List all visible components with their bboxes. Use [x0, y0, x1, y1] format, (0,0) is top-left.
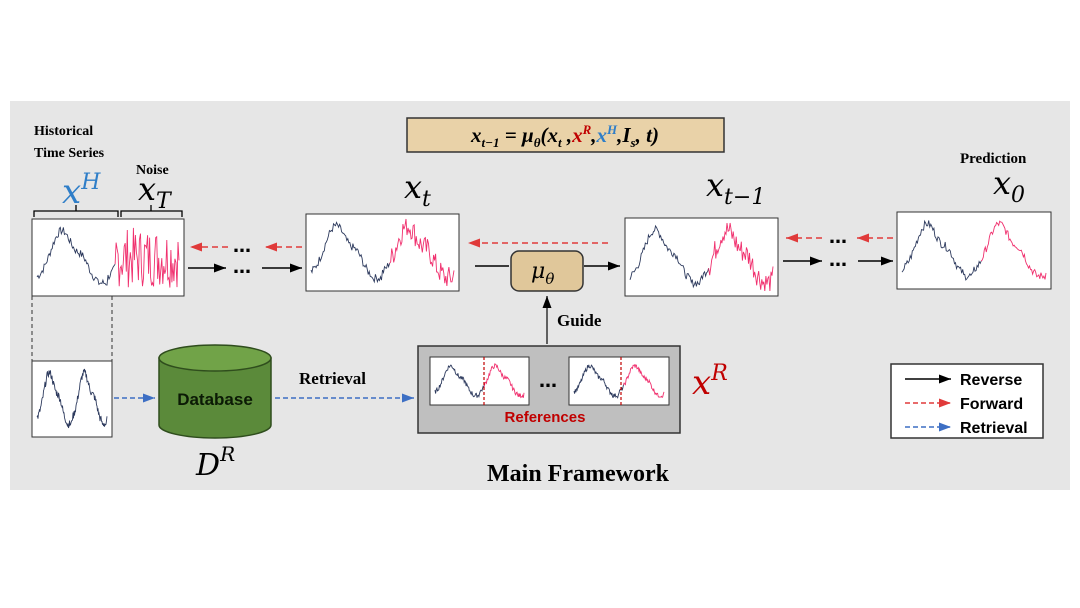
- reference2-series-history-line: [573, 364, 624, 399]
- noise-label: Noise: [136, 163, 169, 178]
- series-box-input: [31, 218, 185, 297]
- query-series-history-line: [36, 368, 108, 429]
- prediction-label: Prediction: [960, 151, 1027, 167]
- references-ellipsis: …: [539, 371, 557, 392]
- forward-dots-2: …: [829, 227, 847, 248]
- reverse-dots-1: …: [233, 257, 251, 278]
- retrieval-label: Retrieval: [299, 369, 366, 388]
- brace-history: [33, 205, 119, 217]
- DR-symbol: DR: [195, 442, 235, 483]
- reference-box-2: [568, 356, 670, 406]
- x0-series-history-line: [901, 219, 982, 281]
- xt-series-target-line: [389, 218, 455, 287]
- series-box-xt: [305, 213, 460, 292]
- legend-label-retrieval: Retrieval: [960, 420, 1028, 437]
- xH-symbol: xH: [62, 170, 101, 212]
- forward-dots-1: …: [233, 236, 251, 257]
- input-series-target-line: [114, 227, 180, 288]
- database-cylinder: [158, 344, 272, 439]
- reference-box-1: [429, 356, 530, 406]
- main-framework-title: Main Framework: [487, 461, 670, 487]
- reference1-series-target-line: [483, 363, 525, 399]
- formula: xt−1 = μθ(xt ,xR,xH,Is, t): [470, 122, 659, 150]
- legend-label-reverse: Reverse: [960, 372, 1022, 389]
- input-series-history-line: [36, 226, 116, 286]
- xt-series-history-line: [310, 221, 391, 284]
- reference1-series-history-line: [434, 364, 485, 398]
- denoiser-symbol: μθ: [531, 259, 554, 288]
- xt1-symbol: xt−1: [706, 166, 765, 210]
- reference2-series-target-line: [623, 363, 665, 399]
- historical-label-line1: Historical: [34, 124, 93, 139]
- xt1-series-history-line: [629, 224, 710, 289]
- xt1-series-target-line: [708, 222, 774, 292]
- database-label: Database: [177, 390, 253, 409]
- x0-series-target-line: [980, 220, 1047, 280]
- x0-symbol: x0: [993, 164, 1025, 208]
- guide-label: Guide: [557, 311, 602, 330]
- denoiser-box: [510, 250, 584, 292]
- xR-symbol: xR: [692, 361, 728, 403]
- xT-symbol: xT: [138, 170, 173, 214]
- reverse-dots-2: …: [829, 250, 847, 271]
- xt-symbol: xt: [404, 168, 431, 212]
- brace-noise: [120, 205, 183, 217]
- legend-label-forward: Forward: [960, 396, 1023, 413]
- legend-box: [890, 363, 1044, 439]
- formula-box: [406, 117, 725, 153]
- references-label: References: [505, 409, 586, 426]
- series-box-x0: [896, 211, 1052, 290]
- series-box-xt1: [624, 217, 779, 297]
- historical-label-line2: Time Series: [34, 146, 105, 161]
- series-box-query: [31, 360, 113, 438]
